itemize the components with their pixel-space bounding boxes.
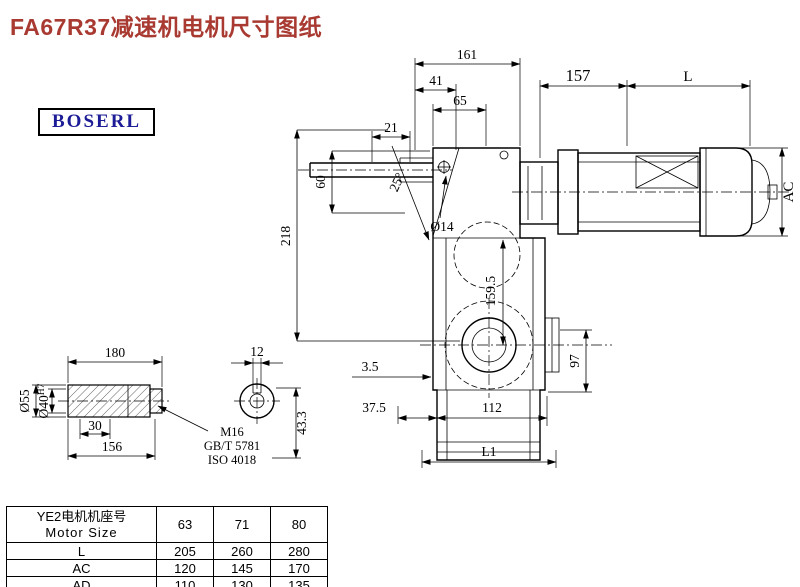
thread-note-gbt: GB/T 5781 — [204, 439, 260, 453]
row-AC-63: 120 — [156, 559, 214, 578]
dim-218: 218 — [278, 226, 293, 247]
dim-dia-40h7: Ø40H7 — [36, 383, 51, 418]
row-AC-71: 145 — [213, 559, 271, 578]
technical-drawing: 161 41 65 21 157 L 60 218 Ø14 — [17, 47, 797, 468]
brand-logo: BOSERL — [38, 108, 156, 136]
dim-3-5: 3.5 — [362, 359, 379, 374]
table-row-header: YE2电机机座号 Motor Size 63 71 80 — [6, 505, 328, 544]
table-row-AC: AC 120 145 170 — [6, 559, 328, 578]
dim-AC: AC — [781, 182, 797, 203]
dim-180: 180 — [105, 345, 126, 360]
row-AC-label: AC — [6, 559, 157, 578]
dim-159-5: 159.5 — [483, 276, 498, 307]
row-L-80: 280 — [270, 542, 328, 561]
shaft-detail-view: 180 Ø55 Ø40H7 30 156 M16 GB/T 5781 ISO 4… — [17, 345, 260, 467]
table-header-en: Motor Size — [45, 524, 118, 540]
table-header-cn: YE2电机机座号 — [36, 509, 127, 524]
size-80: 80 — [270, 505, 328, 544]
row-AC-80: 170 — [270, 559, 328, 578]
row-L-71: 260 — [213, 542, 271, 561]
shaft-end-view: 12 43.3 — [231, 344, 309, 459]
row-AD-63: 110 — [156, 576, 214, 587]
row-L-63: 205 — [156, 542, 214, 561]
dim-161: 161 — [457, 47, 477, 62]
page-title: FA67R37减速机电机尺寸图纸 — [10, 14, 323, 40]
dim-157: 157 — [566, 66, 591, 85]
dim-L1: L1 — [482, 444, 497, 459]
thread-note-iso: ISO 4018 — [208, 453, 256, 467]
dim-angle: 25° — [386, 170, 407, 193]
dim-156: 156 — [102, 439, 123, 454]
dim-12: 12 — [250, 344, 264, 359]
dim-dia-55: Ø55 — [17, 389, 32, 412]
motor-size-table: YE2电机机座号 Motor Size 63 71 80 L 205 260 2… — [6, 505, 328, 587]
main-dimensions: 161 41 65 21 157 L 60 218 Ø14 — [278, 47, 797, 468]
terminal-box — [635, 155, 699, 189]
gearbox-view — [298, 147, 612, 461]
motor-view — [512, 147, 790, 237]
thread-note-m16: M16 — [220, 425, 244, 439]
size-63: 63 — [156, 505, 214, 544]
dim-21: 21 — [384, 120, 398, 135]
table-header-cell: YE2电机机座号 Motor Size — [6, 505, 157, 544]
row-AD-80: 135 — [270, 576, 328, 587]
flange-hole-2 — [499, 150, 509, 160]
motor-adapter — [519, 161, 559, 225]
dim-43-3: 43.3 — [294, 411, 309, 435]
dim-30: 30 — [88, 418, 102, 433]
dim-112: 112 — [482, 400, 502, 415]
row-AD-71: 130 — [213, 576, 271, 587]
size-71: 71 — [213, 505, 271, 544]
dim-41: 41 — [429, 73, 443, 88]
row-L-label: L — [6, 542, 157, 561]
dim-37-5: 37.5 — [362, 400, 386, 415]
table-row-L: L 205 260 280 — [6, 542, 328, 561]
dim-60: 60 — [313, 175, 328, 189]
dim-65: 65 — [453, 93, 467, 108]
dim-97: 97 — [567, 354, 582, 368]
dim-hole-dia: Ø14 — [430, 219, 453, 234]
table-row-AD: AD 110 130 135 — [6, 576, 328, 587]
row-AD-label: AD — [6, 576, 157, 587]
gear-pitch-circle-upper — [453, 221, 521, 289]
dim-L: L — [683, 69, 692, 85]
